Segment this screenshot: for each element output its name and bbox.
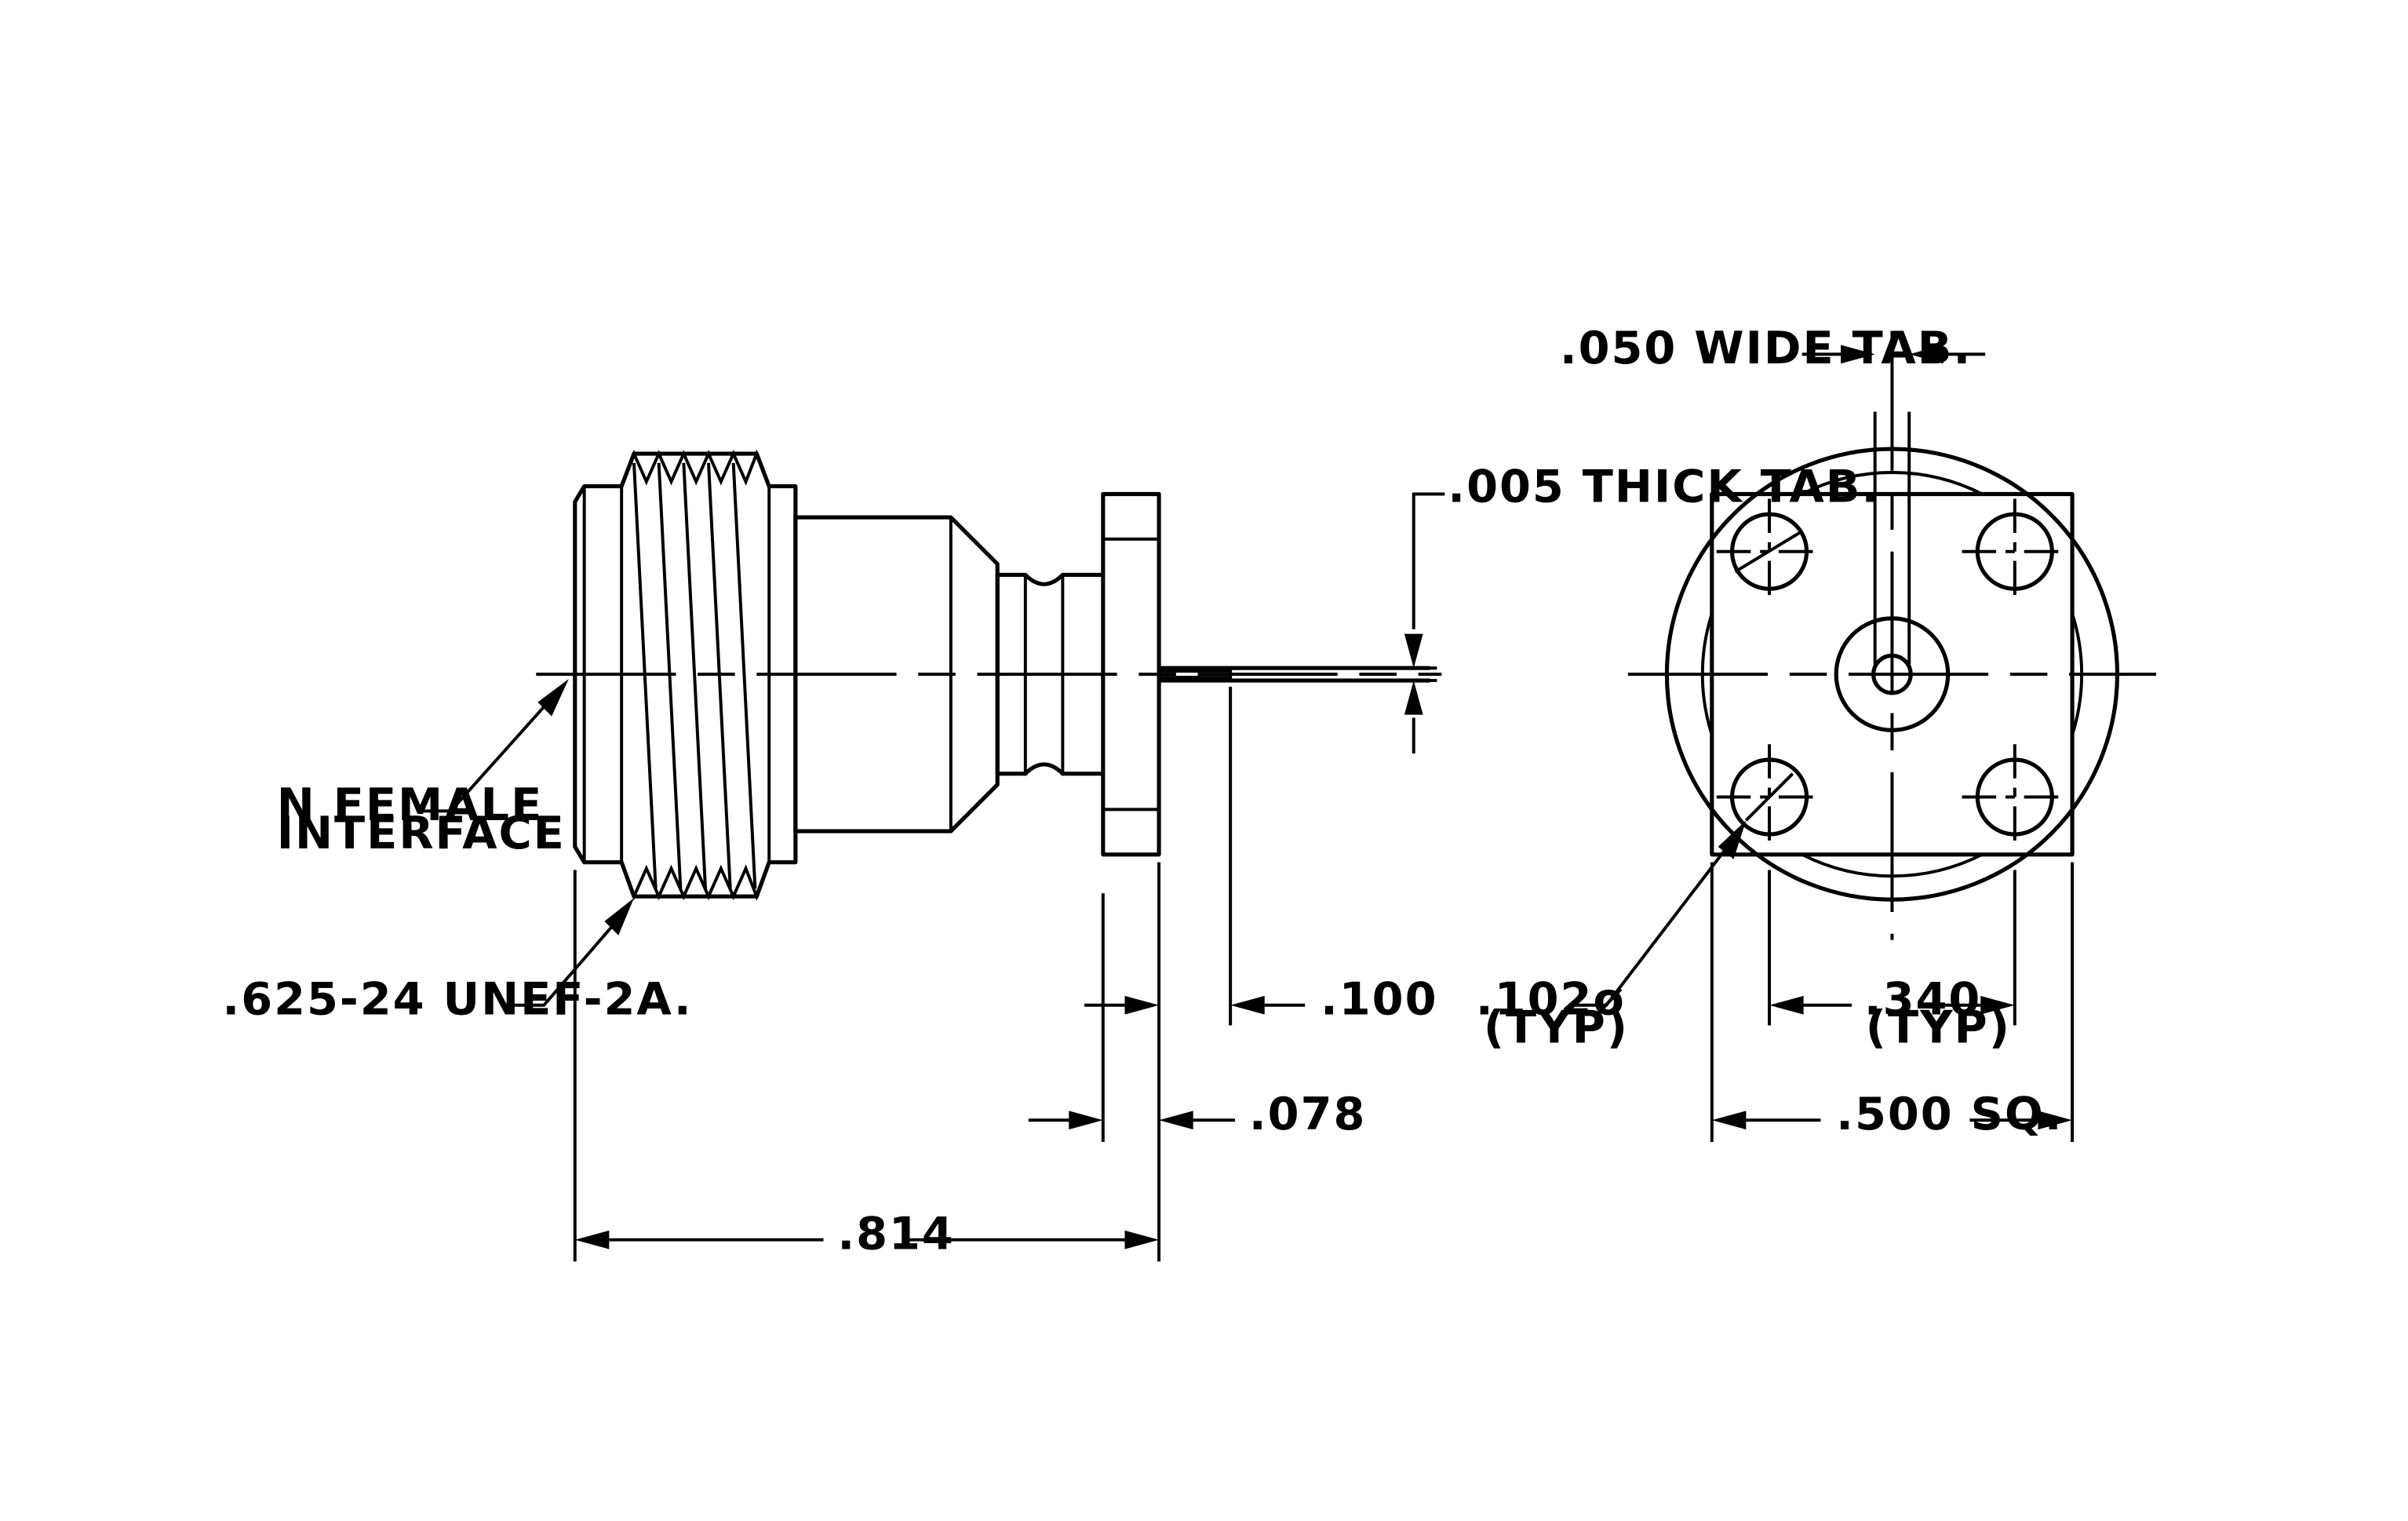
end-view: .050 WIDE TAB. .102ø (TYP) .340 (TYP) .5… <box>1476 322 2156 1142</box>
tab-thickness-dimension <box>1390 492 1445 754</box>
tab-thickness-label: .005 THICK TAB. <box>1448 460 1880 512</box>
hole-spacing-dimension <box>1769 995 2015 1015</box>
hole-spacing-label-line1: .340 <box>1864 973 1982 1026</box>
dim-814-label: .814 <box>837 1208 955 1260</box>
n-female-leader <box>422 679 569 813</box>
neck-groove <box>995 572 1106 776</box>
hole-dia-label-line2: (TYP) <box>1484 1001 1629 1053</box>
flange-size-dimension <box>1711 1111 2073 1130</box>
pin-circle <box>1871 653 1913 695</box>
dielectric-circle <box>1834 616 1951 732</box>
flange-size-label: .500 SQ. <box>1836 1088 2063 1140</box>
dim-100-arrows <box>1084 995 1306 1015</box>
side-view: N FEMALE INTERFACE .625-24 UNEF-2A. .005… <box>222 449 1880 1262</box>
dim-078-arrows <box>1028 1111 1236 1130</box>
n-female-label-line1: N FEMALE <box>277 779 544 831</box>
threaded-body <box>573 449 798 901</box>
n-female-label-line2: INTERFACE <box>277 807 566 859</box>
thread-label: .625-24 UNEF-2A. <box>222 973 692 1026</box>
dim-078-label: .078 <box>1249 1088 1367 1140</box>
hole-spacing-label-line2: (TYP) <box>1866 1001 2011 1053</box>
dim-814-arrows <box>574 1230 1160 1249</box>
dim-100-label: .100 <box>1321 973 1438 1026</box>
contact-tab <box>1157 666 1432 683</box>
tab-width-dimension <box>1801 345 1986 364</box>
tab-width-label: .050 WIDE TAB. <box>1560 322 1972 374</box>
flange <box>1101 491 1161 857</box>
hole-dia-label-line1: .102ø <box>1476 973 1626 1026</box>
thread-leader <box>512 898 634 1007</box>
hole-dia-leader <box>1572 530 1803 1007</box>
